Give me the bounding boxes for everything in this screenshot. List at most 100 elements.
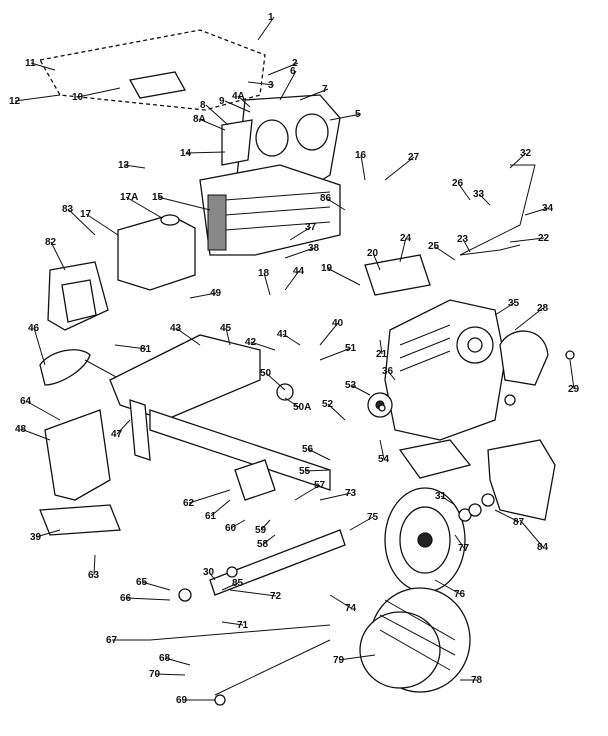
leader-line	[289, 226, 312, 241]
leader-line	[257, 16, 275, 41]
callout-number: 9	[219, 96, 225, 107]
leader-line	[387, 370, 396, 381]
leader-line	[125, 196, 163, 219]
leader-line	[294, 484, 321, 501]
callout-number: 40	[332, 318, 344, 329]
leader-line	[14, 94, 61, 102]
callout-number: 31	[435, 491, 447, 502]
leader-line	[524, 207, 549, 216]
callout-number: 67	[106, 635, 118, 646]
leader-line	[319, 347, 352, 361]
leader-line	[372, 252, 381, 271]
leader-line	[189, 292, 217, 299]
callout-number: 38	[308, 243, 320, 254]
leader-line	[299, 88, 329, 101]
leader-line	[279, 70, 297, 101]
rear-wheel-hub	[384, 487, 466, 593]
leader-line	[114, 344, 147, 350]
steering-wheel	[39, 349, 141, 391]
leader-line	[454, 534, 465, 549]
callout-number: 68	[159, 653, 171, 664]
callout-number: 26	[452, 178, 464, 189]
leader-line	[188, 489, 231, 504]
callout-number: 17A	[120, 192, 138, 203]
leader-line	[284, 247, 315, 259]
callout-number: 73	[345, 488, 357, 499]
callout-number: 62	[183, 498, 195, 509]
callout-number: 33	[473, 189, 485, 200]
hood-assembly	[38, 29, 341, 256]
callout-number: 5	[355, 109, 361, 120]
callout-number: 50A	[293, 402, 311, 413]
callout-number: 25	[428, 241, 440, 252]
callout-number: 37	[305, 222, 317, 233]
leader-line	[35, 529, 61, 538]
callout-number: 11	[25, 58, 36, 69]
leader-line	[67, 208, 96, 236]
leader-line	[224, 100, 251, 113]
leader-line	[349, 516, 374, 531]
leader-line	[304, 469, 331, 472]
callout-number: 78	[471, 675, 483, 686]
leader-line	[399, 237, 407, 263]
callout-number: 20	[367, 248, 379, 259]
leader-line	[379, 339, 383, 355]
callout-number: 55	[299, 466, 311, 477]
leader-line	[462, 238, 471, 253]
leader-line	[198, 118, 226, 131]
leader-line	[478, 193, 491, 206]
leader-line	[360, 154, 366, 181]
callout-number: 70	[149, 669, 161, 680]
leader-line	[77, 87, 121, 98]
leader-line	[514, 307, 544, 331]
callout-number: 76	[454, 589, 466, 600]
callout-number: 72	[270, 591, 282, 602]
callout-number: 39	[30, 532, 42, 543]
leader-line	[175, 327, 201, 346]
callout-number: 32	[520, 148, 532, 159]
callout-number: 52	[322, 399, 334, 410]
leader-line	[221, 621, 244, 626]
callout-number: 44	[293, 266, 305, 277]
leader-line	[141, 581, 171, 591]
leader-line	[237, 95, 251, 108]
leader-line	[221, 582, 239, 591]
callout-number: 74	[345, 603, 357, 614]
callout-number: 50	[260, 368, 272, 379]
front-axle	[149, 529, 346, 696]
leader-lines	[14, 16, 575, 701]
callout-number: 12	[9, 96, 21, 107]
leader-line	[509, 152, 527, 169]
leader-line	[267, 62, 299, 76]
callout-number: 83	[62, 204, 74, 215]
leader-line	[123, 164, 146, 169]
leader-line	[20, 428, 51, 441]
leader-line	[284, 397, 300, 408]
leader-line	[210, 499, 231, 517]
callout-number: 82	[45, 237, 57, 248]
leader-line	[457, 182, 471, 201]
leader-line	[569, 359, 575, 390]
callout-number: 14	[180, 148, 192, 159]
main-frame	[109, 334, 331, 501]
callout-number: 42	[245, 337, 257, 348]
leader-line	[329, 594, 352, 609]
callout-number: 86	[320, 193, 332, 204]
callout-number: 60	[225, 523, 237, 534]
leader-line	[50, 241, 66, 271]
callout-number: 54	[378, 454, 390, 465]
callout-number: 16	[355, 150, 367, 161]
callout-number: 65	[136, 577, 148, 588]
callout-number: 22	[538, 233, 550, 244]
callout-number: 84	[537, 542, 549, 553]
leader-line	[33, 327, 46, 366]
callout-number: 46	[28, 323, 40, 334]
leader-line	[93, 554, 96, 576]
leader-line	[325, 197, 346, 211]
dash-panel	[47, 261, 109, 331]
callout-number: 57	[314, 480, 326, 491]
callout-number: 35	[508, 298, 520, 309]
leader-line	[116, 419, 131, 435]
